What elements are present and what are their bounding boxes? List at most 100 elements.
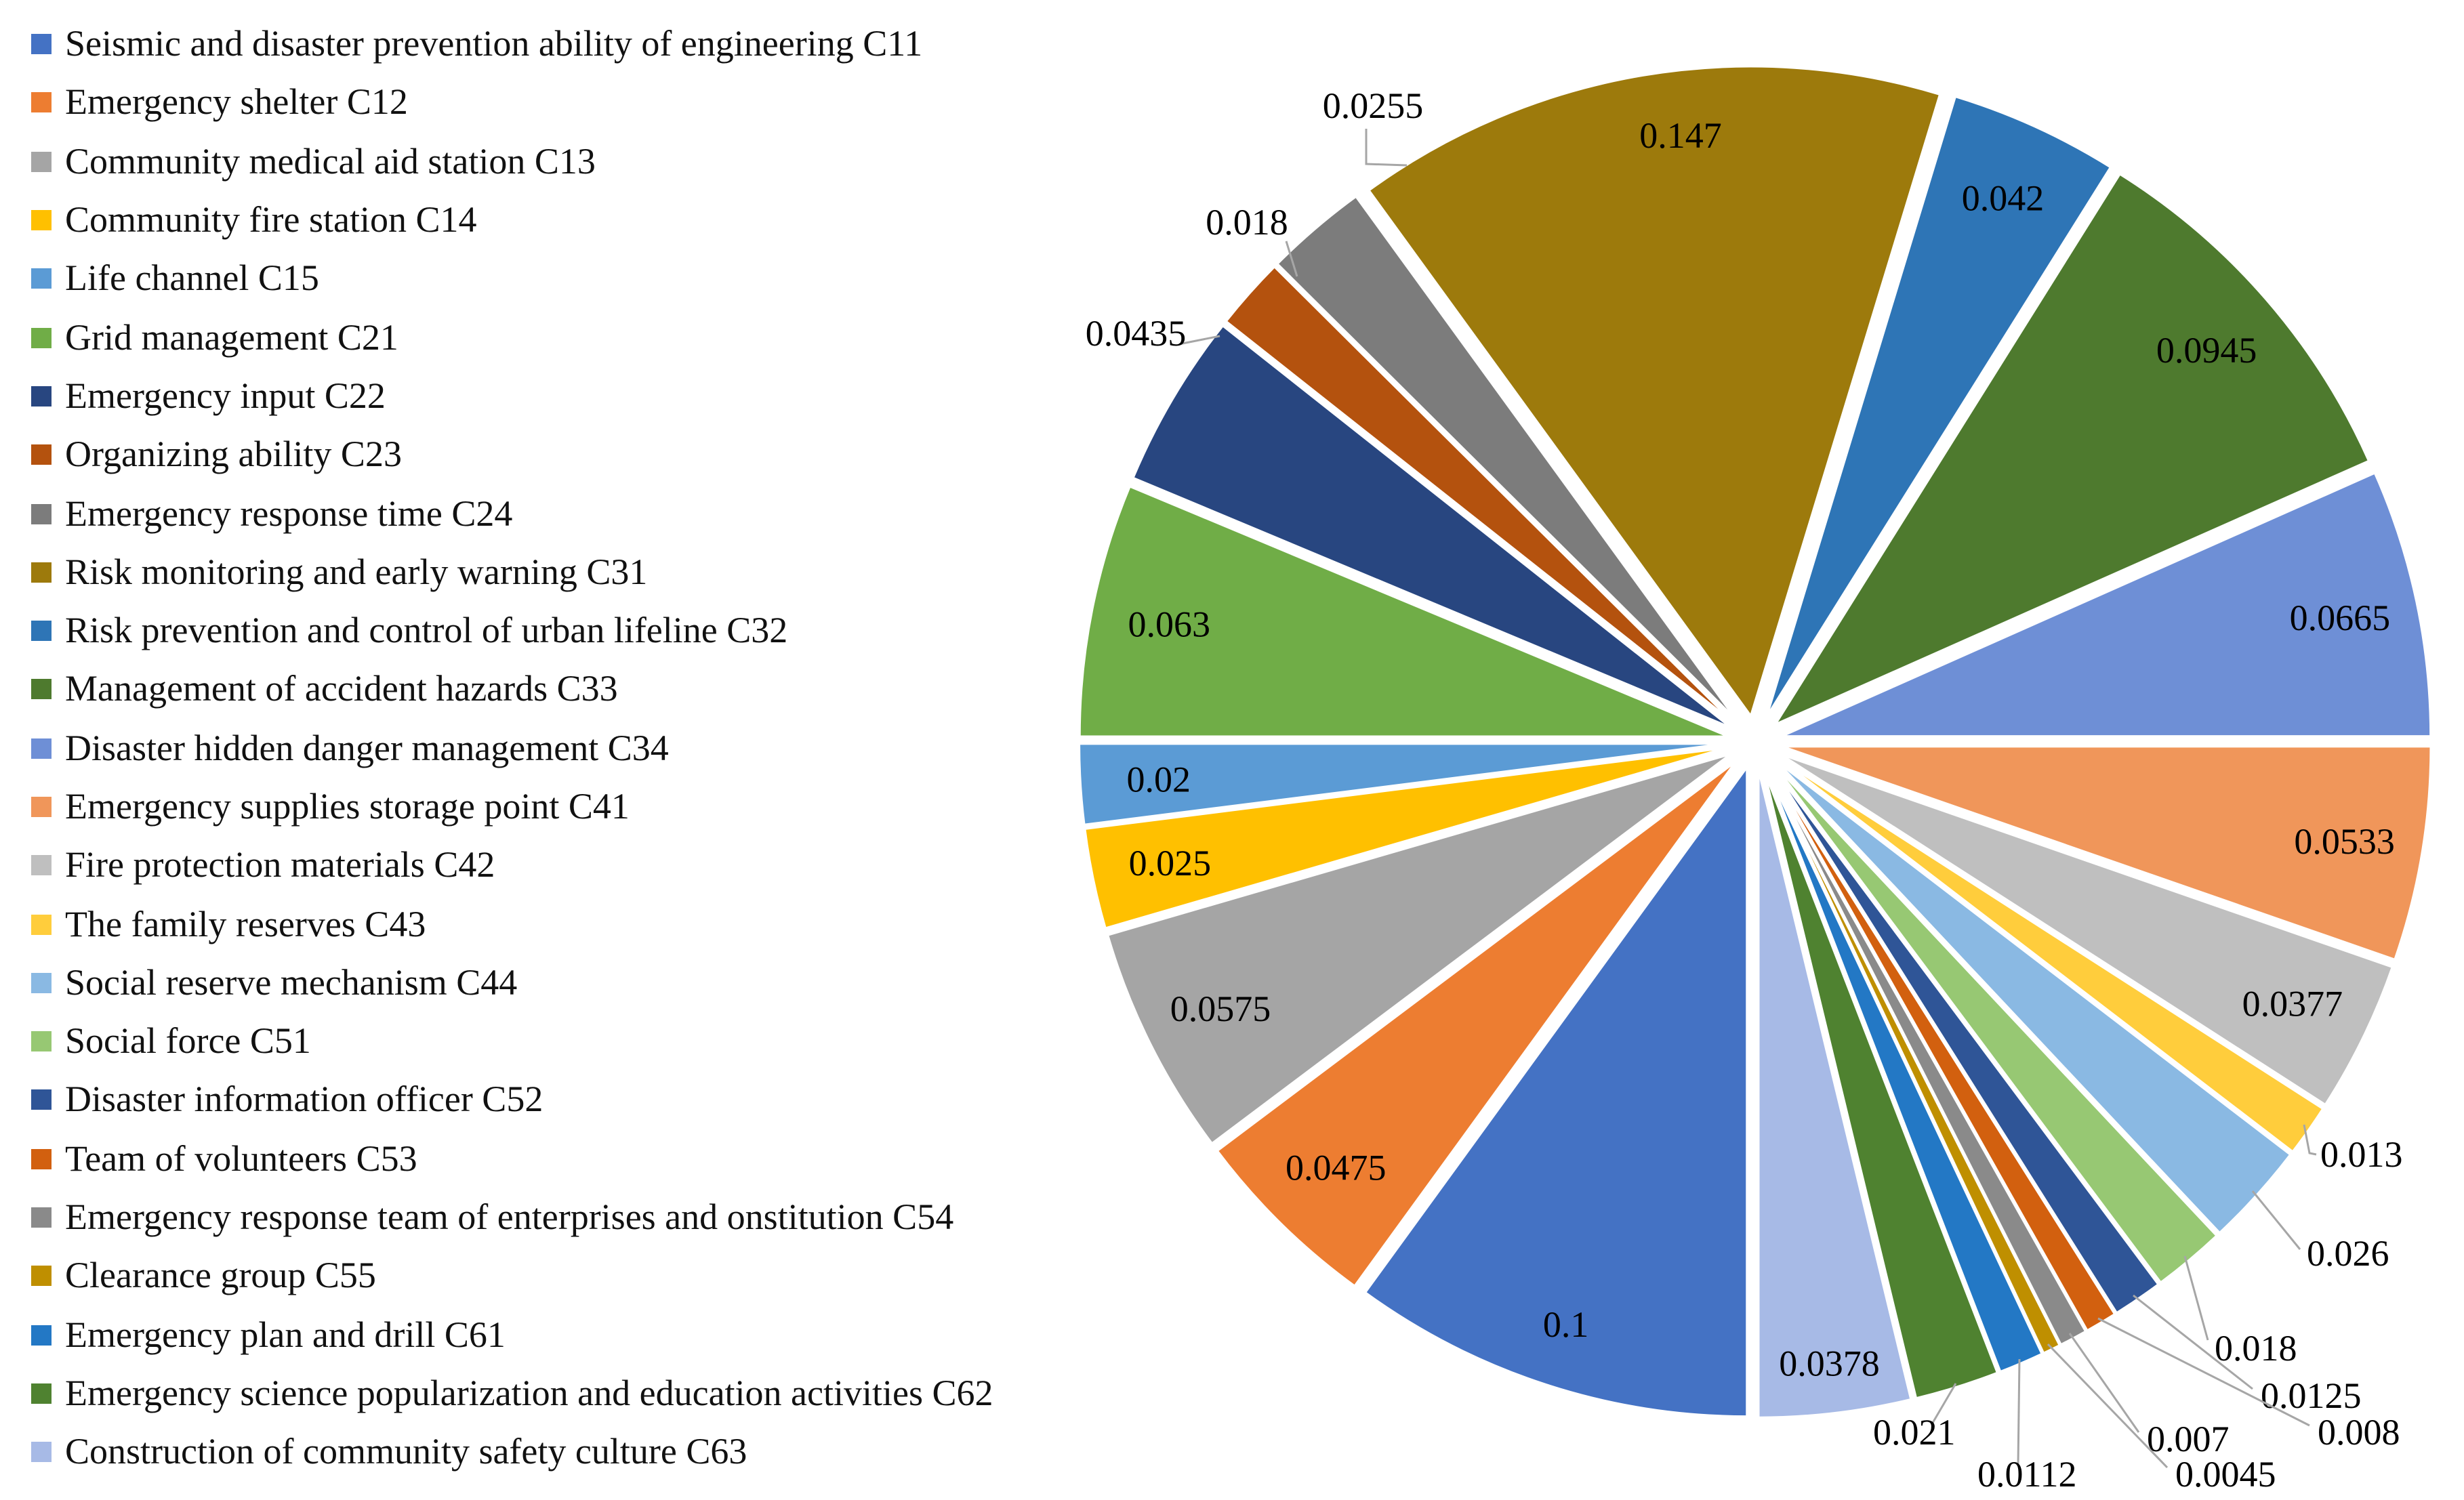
data-label: 0.1 xyxy=(1543,1304,1589,1345)
legend-swatch-icon xyxy=(31,503,52,524)
chart-legend: Seismic and disaster prevention ability … xyxy=(31,15,993,1482)
legend-label: Social force C51 xyxy=(65,1020,311,1062)
legend-item: Disaster hidden danger management C34 xyxy=(31,719,993,778)
legend-label: Emergency input C22 xyxy=(65,375,386,416)
legend-item: Disaster information officer C52 xyxy=(31,1071,993,1130)
legend-item: Emergency supplies storage point C41 xyxy=(31,778,993,837)
data-label: 0.0575 xyxy=(1170,988,1271,1029)
legend-swatch-icon xyxy=(31,386,52,407)
legend-swatch-icon xyxy=(31,1031,52,1052)
data-label: 0.013 xyxy=(2320,1134,2403,1175)
legend-swatch-icon xyxy=(31,1383,52,1404)
legend-label: Emergency supplies storage point C41 xyxy=(65,786,630,827)
legend-label: Emergency response team of enterprises a… xyxy=(65,1196,954,1238)
legend-swatch-icon xyxy=(31,92,52,113)
leader-line xyxy=(2017,1358,2021,1465)
legend-swatch-icon xyxy=(31,151,52,172)
pie-slice-C23 xyxy=(1224,265,1738,726)
leader-line xyxy=(2068,1333,2140,1433)
leader-line xyxy=(2133,1294,2253,1390)
legend-label: Emergency response time C24 xyxy=(65,493,513,534)
data-label: 0.063 xyxy=(1128,604,1210,645)
leader-line xyxy=(1178,335,1220,346)
legend-label: Community medical aid station C13 xyxy=(65,140,596,182)
legend-label: Risk monitoring and early warning C31 xyxy=(65,551,648,592)
pie-slice-C62 xyxy=(1761,765,2000,1400)
legend-item: Organizing ability C23 xyxy=(31,425,993,484)
pie-slice-C41 xyxy=(1779,745,2433,961)
data-label: 0.018 xyxy=(2215,1328,2297,1369)
legend-item: Clearance group C55 xyxy=(31,1247,993,1306)
data-label: 0.0377 xyxy=(2242,983,2343,1024)
legend-label: Seismic and disaster prevention ability … xyxy=(65,23,923,64)
legend-swatch-icon xyxy=(31,268,52,289)
pie-slice-C14 xyxy=(1083,745,1731,930)
legend-item: Risk prevention and control of urban lif… xyxy=(31,602,993,661)
leader-line xyxy=(2251,1190,2301,1250)
pie-slice-C32 xyxy=(1764,94,2113,720)
legend-item: Emergency shelter C12 xyxy=(31,74,993,133)
legend-label: Emergency science popularization and edu… xyxy=(65,1372,993,1413)
legend-swatch-icon xyxy=(31,1207,52,1228)
legend-label: Life channel C15 xyxy=(65,257,319,299)
legend-item: Fire protection materials C42 xyxy=(31,836,993,895)
data-label: 0.021 xyxy=(1873,1412,1956,1453)
legend-swatch-icon xyxy=(31,679,52,700)
legend-item: Social force C51 xyxy=(31,1012,993,1071)
legend-item: Emergency science popularization and edu… xyxy=(31,1364,993,1423)
data-label: 0.042 xyxy=(1962,178,2045,218)
data-label: 0.0475 xyxy=(1286,1148,1387,1188)
leader-line xyxy=(1285,241,1298,277)
legend-item: Emergency response time C24 xyxy=(31,484,993,543)
legend-item: Life channel C15 xyxy=(31,249,993,308)
data-label: 0.008 xyxy=(2318,1412,2400,1453)
pie-slice-C34 xyxy=(1779,471,2433,738)
legend-item: Emergency plan and drill C61 xyxy=(31,1306,993,1364)
pie-slice-C12 xyxy=(1215,759,1739,1288)
legend-swatch-icon xyxy=(31,1089,52,1110)
legend-swatch-icon xyxy=(31,855,52,876)
legend-swatch-icon xyxy=(31,1266,52,1287)
legend-label: Team of volunteers C53 xyxy=(65,1138,417,1179)
data-label: 0.0665 xyxy=(2290,598,2391,638)
legend-swatch-icon xyxy=(31,34,52,55)
legend-label: Emergency plan and drill C61 xyxy=(65,1314,506,1355)
legend-item: Grid management C21 xyxy=(31,308,993,367)
data-label: 0.02 xyxy=(1126,759,1191,799)
legend-item: Risk monitoring and early warning C31 xyxy=(31,543,993,602)
data-label: 0.0435 xyxy=(1086,313,1187,354)
leader-line xyxy=(2303,1124,2317,1156)
legend-label: Social reserve mechanism C44 xyxy=(65,961,518,1003)
pie-slice-C11 xyxy=(1363,765,1749,1419)
legend-label: Organizing ability C23 xyxy=(65,434,402,475)
legend-label: Emergency shelter C12 xyxy=(65,81,408,123)
legend-item: Community medical aid station C13 xyxy=(31,132,993,191)
legend-swatch-icon xyxy=(31,972,52,993)
data-label: 0.0533 xyxy=(2294,821,2395,862)
leader-line xyxy=(1365,129,1408,167)
pie-slice-C43 xyxy=(1775,755,2325,1154)
legend-item: Emergency input C22 xyxy=(31,367,993,426)
leader-line xyxy=(1931,1383,1957,1423)
data-label: 0.0945 xyxy=(2156,330,2257,371)
pie-slice-C24 xyxy=(1275,194,1740,724)
data-label: 0.026 xyxy=(2307,1233,2389,1274)
pie-slice-C51 xyxy=(1770,760,2219,1285)
data-label: 0.147 xyxy=(1639,115,1722,156)
legend-item: The family reserves C43 xyxy=(31,895,993,954)
legend-item: Construction of community safety culture… xyxy=(31,1423,993,1482)
legend-swatch-icon xyxy=(31,1442,52,1463)
legend-swatch-icon xyxy=(31,562,52,583)
data-label: 0.0378 xyxy=(1779,1343,1880,1384)
legend-swatch-icon xyxy=(31,327,52,348)
data-label: 0.018 xyxy=(1206,202,1288,243)
legend-item: Seismic and disaster prevention ability … xyxy=(31,15,993,74)
legend-label: Grid management C21 xyxy=(65,316,398,358)
legend-label: Construction of community safety culture… xyxy=(65,1431,747,1472)
legend-swatch-icon xyxy=(31,738,52,759)
leader-line xyxy=(2183,1255,2209,1341)
legend-swatch-icon xyxy=(31,621,52,642)
legend-item: Emergency response team of enterprises a… xyxy=(31,1188,993,1247)
